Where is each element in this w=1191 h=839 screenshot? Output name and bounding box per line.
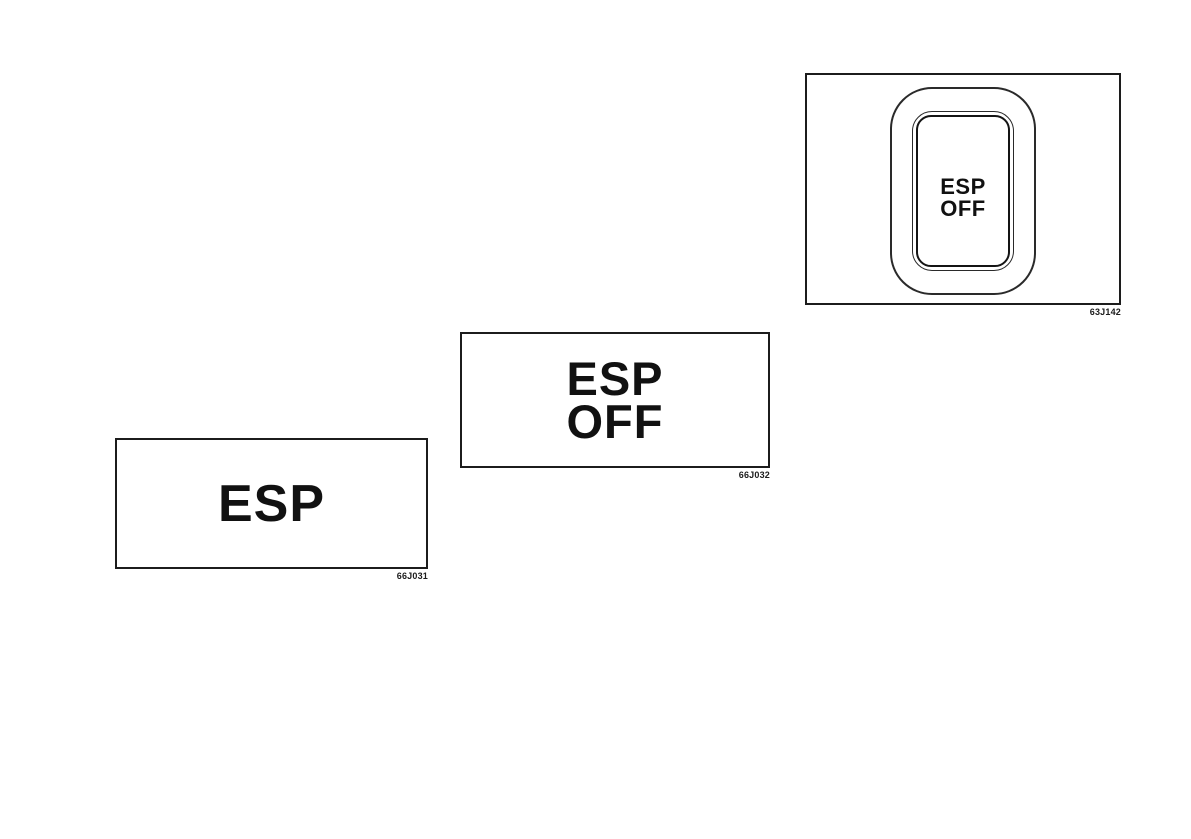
- esp-off-label-line2: OFF: [566, 395, 664, 448]
- figure-caption-switch: 63J142: [1089, 307, 1121, 317]
- esp-off-indicator-figure: ESP OFF: [460, 332, 770, 468]
- switch-bezel: ESP OFF: [890, 87, 1036, 295]
- esp-indicator-figure: ESP: [115, 438, 428, 569]
- esp-indicator-label: ESP: [217, 474, 326, 533]
- esp-off-switch-button: ESP OFF: [912, 111, 1014, 271]
- switch-button-face: ESP OFF: [916, 115, 1010, 267]
- figure-caption-esp-off: 66J032: [738, 470, 770, 480]
- switch-label-line2: OFF: [940, 196, 986, 221]
- switch-button-label: ESP OFF: [940, 176, 986, 220]
- esp-off-label-line1: ESP: [566, 351, 664, 405]
- figure-caption-esp: 66J031: [396, 571, 428, 581]
- esp-off-switch-figure: ESP OFF: [805, 73, 1121, 305]
- esp-off-indicator-label: ESP OFF: [462, 334, 768, 466]
- switch-label-line1: ESP: [940, 174, 986, 199]
